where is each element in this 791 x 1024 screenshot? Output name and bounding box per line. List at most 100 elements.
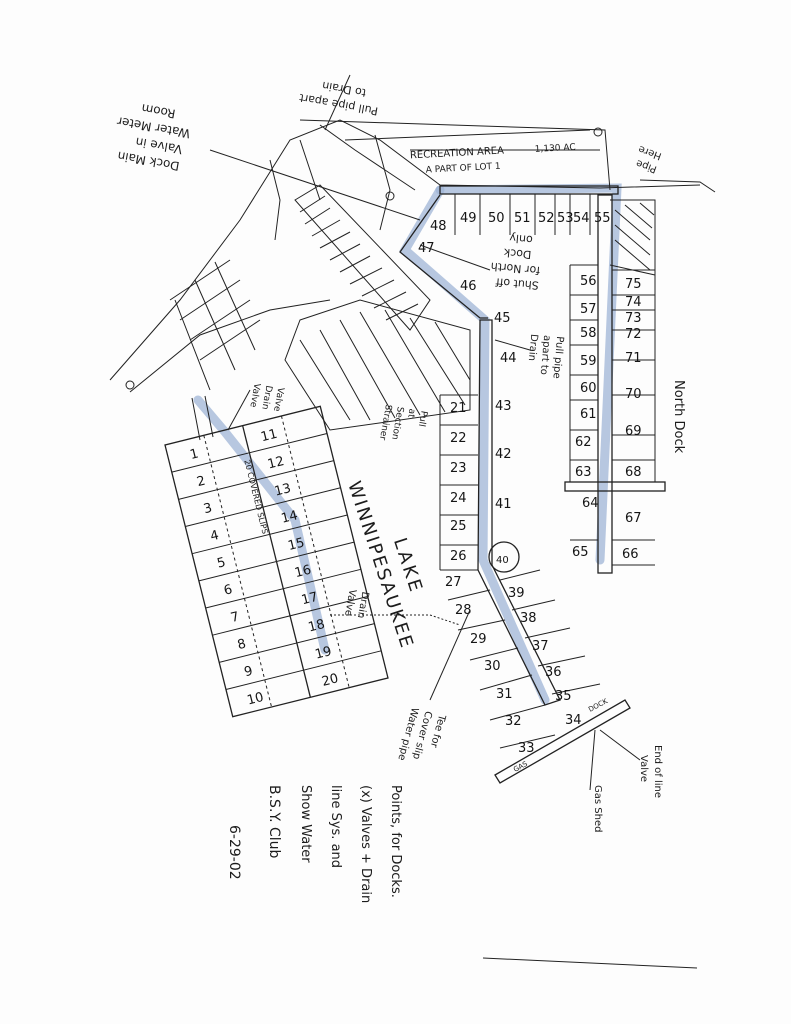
slip-label: 67 [625,511,642,526]
note-drain-valve-mid: Drain Valve [342,588,370,619]
svg-text:Room: Room [140,101,176,121]
slip-label: 24 [450,491,467,506]
slip-label: 55 [594,211,611,226]
shoreline [109,119,716,393]
slip-label: 69 [625,424,642,439]
slip-label: 29 [470,632,487,647]
slip-label: 51 [514,211,531,226]
slip-label: 49 [460,211,477,226]
note-pull-pipe-upper: Pull pipe apart to Drain [298,79,379,118]
note-pipe-right: Pipe Here [635,143,663,175]
slip-label: 62 [575,435,592,450]
slip-label: 36 [545,665,562,680]
svg-text:Valve: Valve [638,755,649,782]
svg-text:line Sys. and: line Sys. and [328,785,343,868]
slip-label: 42 [495,447,512,462]
slip-label: 43 [495,399,512,414]
svg-text:apart to: apart to [538,335,552,376]
slip-label: 14 [280,508,300,527]
slip-label: 35 [555,689,572,704]
slip-label: 45 [494,311,511,326]
slip-label: 10 [246,690,266,709]
note-pull-at-section: Pull at Section Strainer [377,404,429,441]
slip-label: 7 [229,609,241,626]
slip-label: 65 [572,545,589,560]
svg-text:Valve: Valve [247,382,261,408]
slip-label: 33 [518,741,535,756]
slip-label: 63 [575,465,592,480]
slip-label: 28 [455,603,472,618]
slip-label: 27 [445,575,462,590]
svg-text:for North: for North [490,260,540,277]
slip-label: 26 [450,549,467,564]
slip-label: 56 [580,274,597,289]
note-dock-main-valve: Dock Main Valve in Water Meter Room [116,101,191,173]
slip-label: 68 [625,465,642,480]
slip-label: 16 [293,563,313,582]
club-name: B.S.Y. Club [266,785,282,859]
slip-label: 38 [520,611,537,626]
slip-label: 20 [320,671,340,690]
note-valve-drain-valve: Valve Drain Valve [247,382,285,412]
covered-slips-dock: 1 2 3 4 5 6 7 8 9 10 11 12 13 14 15 16 1… [164,405,389,718]
slip-label: 50 [488,211,505,226]
slip-label: 5 [216,555,228,572]
slip-label: 30 [484,659,501,674]
slip-label: 4 [209,528,221,545]
svg-text:Dock: Dock [503,246,532,261]
slip-label: 40 [496,555,509,566]
north-dock: 56 57 58 59 60 61 62 63 64 65 75 74 73 7… [564,194,666,574]
main-dock: 21 22 23 24 25 26 27 28 29 30 31 32 33 4… [439,319,631,784]
slip-label: 44 [500,351,517,366]
slip-label: 21 [450,401,467,416]
slip-label: 18 [307,617,327,636]
slip-label: 15 [286,535,306,554]
slip-label: 39 [508,586,525,601]
slip-label: 13 [273,481,293,500]
date-label: 6-29-02 [226,825,242,880]
slip-label: 47 [418,241,435,256]
slip-label: 61 [580,407,597,422]
slip-label: 22 [450,431,467,446]
lake-winnipesaukee-label: LAKE WINNIPESAUKEE [343,479,427,652]
slip-label: 23 [450,461,467,476]
top-row-dock: 49 50 51 52 53 54 55 [439,185,619,235]
slip-label: 53 [557,211,574,226]
note-recreation-area: RECREATION AREA 1,130 AC A PART OF LOT 1 [410,143,576,176]
slip-label: 32 [505,714,522,729]
svg-text:Show Water: Show Water [298,785,313,863]
svg-text:Valve: Valve [271,387,285,413]
svg-text:Shut off: Shut off [495,275,539,292]
svg-text:at: at [405,408,417,419]
svg-text:RECREATION AREA: RECREATION AREA [410,145,505,161]
svg-text:Drain: Drain [526,333,539,361]
upper-dock: 48 47 46 45 44 [399,194,517,366]
slip-label: 37 [532,639,549,654]
slip-label: 58 [580,326,597,341]
slip-label: 19 [314,644,334,663]
svg-text:A PART OF LOT 1: A PART OF LOT 1 [425,162,500,176]
drain-point-marker [488,541,520,573]
svg-text:Points, for Docks.: Points, for Docks. [388,785,403,898]
svg-text:End of line: End of line [652,745,663,798]
slip-label: 60 [580,381,597,396]
note-tee-for-slip: Tee for Cover slip Water pipe [395,706,447,761]
svg-text:Drain: Drain [355,591,371,620]
slip-label: 57 [580,302,597,317]
slip-label: 64 [582,496,599,511]
svg-text:Pull pipe: Pull pipe [550,336,565,379]
covered-dock-walkway [191,395,214,441]
slip-label: 52 [538,211,555,226]
slip-label: 71 [625,351,642,366]
svg-text:1,130 AC: 1,130 AC [535,143,576,155]
signature-line [482,957,698,969]
slip-label: 12 [266,454,286,473]
slip-label: 72 [625,327,642,342]
slip-label: 34 [565,713,582,728]
slip-label: 73 [625,311,642,326]
slip-label: 41 [495,497,512,512]
slip-label: 11 [259,427,279,446]
svg-text:Pull: Pull [416,410,429,427]
